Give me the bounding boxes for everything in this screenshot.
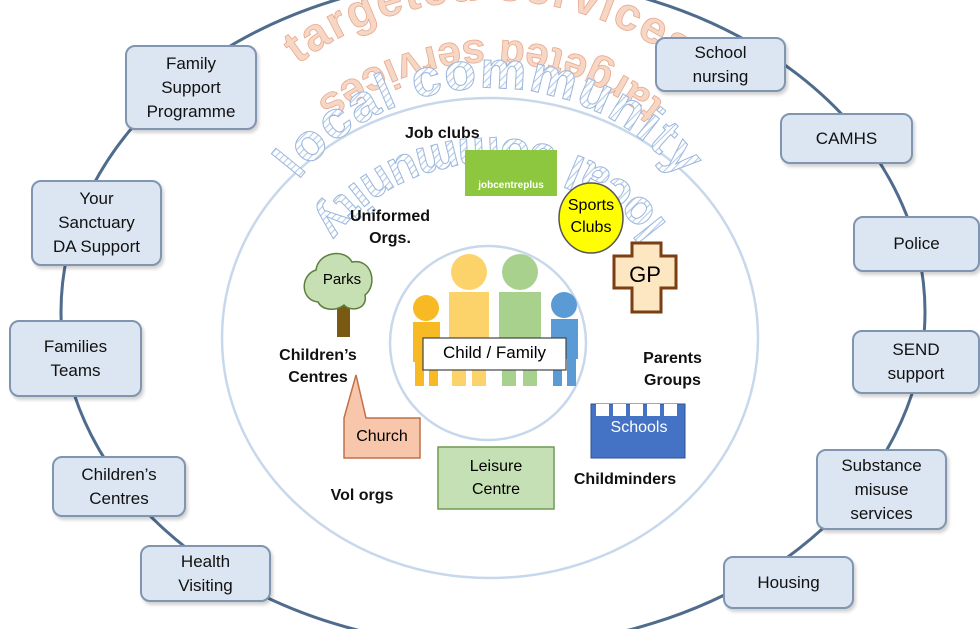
- leisure-centre-box: [437, 446, 555, 510]
- parents-groups-label: Parents Groups: [643, 350, 702, 389]
- church-icon: [343, 374, 421, 459]
- gp-label: GP: [629, 262, 661, 287]
- childminders-label: Childminders: [573, 471, 677, 488]
- family-support-programme-box: Family Support Programme: [125, 45, 257, 130]
- tree-trunk-icon: [337, 300, 350, 337]
- childrens-centres-label: Children’s Centres: [279, 347, 357, 386]
- jobcentre-logo-text: jobcentreplus: [477, 180, 544, 191]
- schools-label: Schools: [610, 419, 668, 436]
- sports-clubs-icon: [558, 182, 624, 254]
- health-visiting-box: Health Visiting: [140, 545, 271, 602]
- tree-icon: [303, 252, 373, 310]
- school-window-icon: [630, 404, 643, 416]
- church-label: Church: [356, 428, 408, 445]
- childrens-centres-box: Children’s Centres: [52, 456, 186, 517]
- school-nursing-box: School nursing: [655, 37, 786, 92]
- outer-ring: [59, 0, 927, 629]
- camhs-box: CAMHS: [780, 113, 913, 164]
- families-teams-box: Families Teams: [9, 320, 142, 397]
- send-support-box: SEND support: [852, 330, 980, 394]
- leisure-centre-label: Leisure Centre: [469, 458, 523, 498]
- uniformed-orgs-label: Uniformed Orgs.: [350, 208, 430, 247]
- community-ring: [220, 96, 760, 580]
- school-window-icon: [647, 404, 660, 416]
- your-sanctuary-box: Your Sanctuary DA Support: [31, 180, 162, 266]
- vol-orgs-label: Vol orgs: [330, 487, 394, 504]
- housing-box: Housing: [723, 556, 854, 609]
- jobcentre-logo: [465, 150, 557, 196]
- school-window-icon: [596, 404, 609, 416]
- parks-label: Parks: [322, 271, 362, 288]
- school-window-icon: [664, 404, 677, 416]
- substance-misuse-box: Substance misuse services: [816, 449, 947, 530]
- sports-clubs-label: Sports Clubs: [567, 197, 615, 236]
- police-box: Police: [853, 216, 980, 272]
- child-family-label-box: [422, 337, 567, 371]
- child-family-label: Child / Family: [443, 343, 546, 362]
- job-clubs-label: Job clubs: [405, 125, 480, 142]
- school-window-icon: [613, 404, 626, 416]
- gp-cross-icon: [612, 241, 678, 314]
